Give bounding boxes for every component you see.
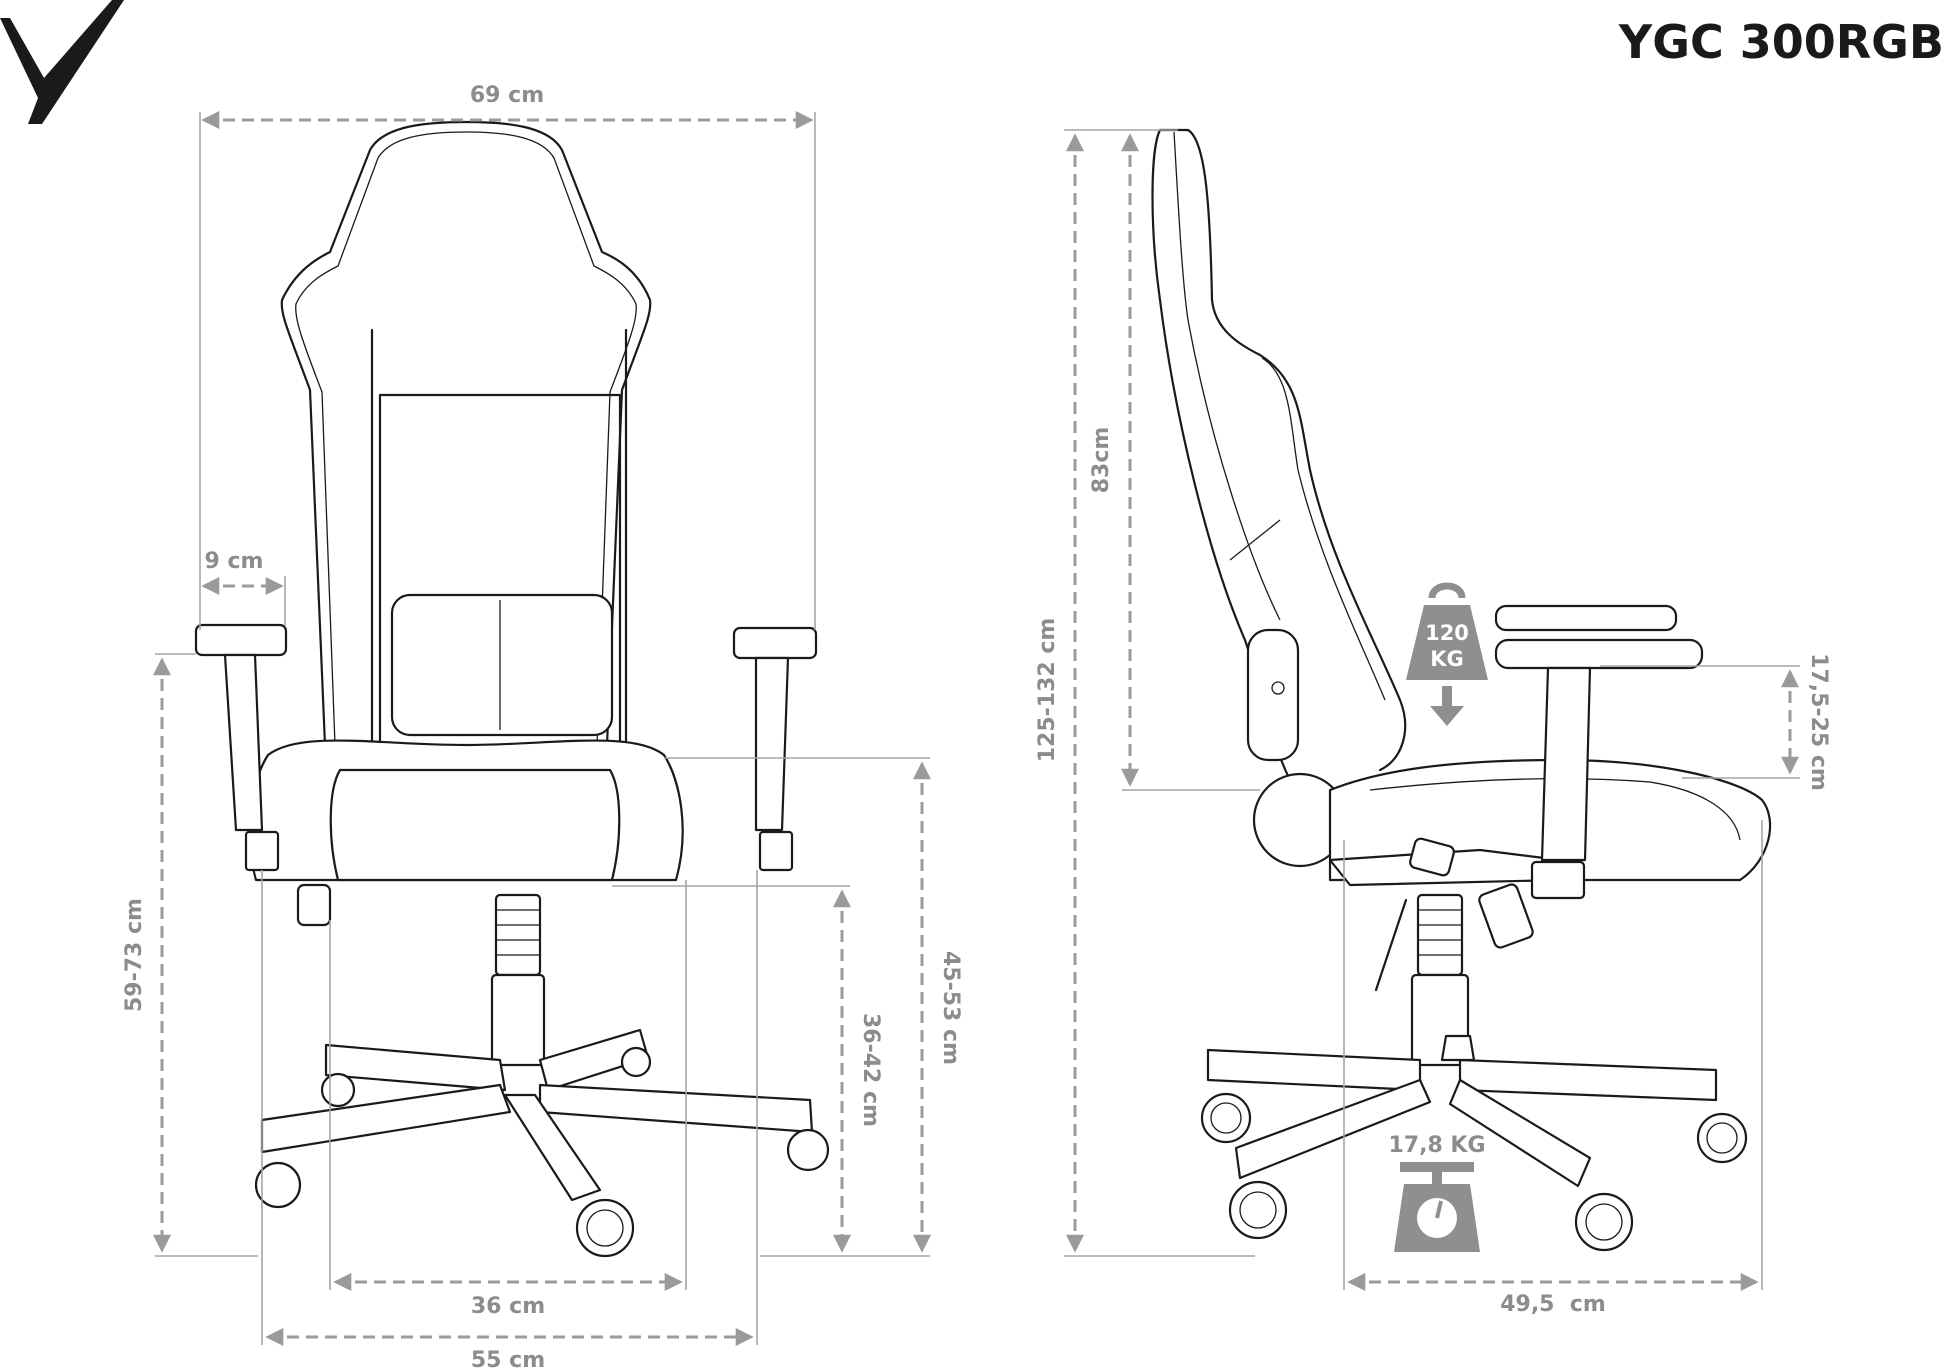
seat-depth-front-label: 36-42 cm <box>858 1013 883 1127</box>
chair-weight-badge: 17,8 KG <box>1388 1133 1486 1252</box>
armrest-height-label: 59-73 cm <box>122 898 147 1012</box>
base-width-label: 55 cm <box>471 1348 545 1370</box>
chair-weight-label: 17,8 KG <box>1388 1133 1485 1158</box>
y-logo-icon <box>0 0 124 124</box>
side-view-chair <box>1151 128 1772 1252</box>
max-load-badge: 120 KG <box>1406 582 1488 726</box>
seat-inner-width-label: 36 cm <box>471 1294 545 1319</box>
seat-depth-label: 49,5 cm <box>1500 1292 1606 1317</box>
seat-height-label: 45-53 cm <box>938 951 963 1065</box>
max-load-unit: KG <box>1430 647 1464 671</box>
front-dimensions: 69 cm 9 cm 59-73 cm 45-53 cm 36-42 cm 36… <box>122 83 963 1370</box>
total-height-label: 125-132 cm <box>1035 618 1060 763</box>
backrest-height-label: 83cm <box>1089 427 1114 494</box>
armrest-width-label: 9 cm <box>205 549 264 574</box>
model-title: YGC 300RGB <box>1618 15 1944 69</box>
weight-icon <box>1406 582 1488 726</box>
armrest-adjust-label: 17,5-25 cm <box>1806 653 1831 791</box>
width-total-label: 69 cm <box>470 83 544 108</box>
scale-icon <box>1394 1162 1480 1252</box>
front-view-chair <box>194 120 830 1258</box>
max-load-value: 120 <box>1425 621 1469 645</box>
side-dimensions: 125-132 cm 83cm 17,5-25 cm 49,5 cm <box>1035 129 1831 1317</box>
